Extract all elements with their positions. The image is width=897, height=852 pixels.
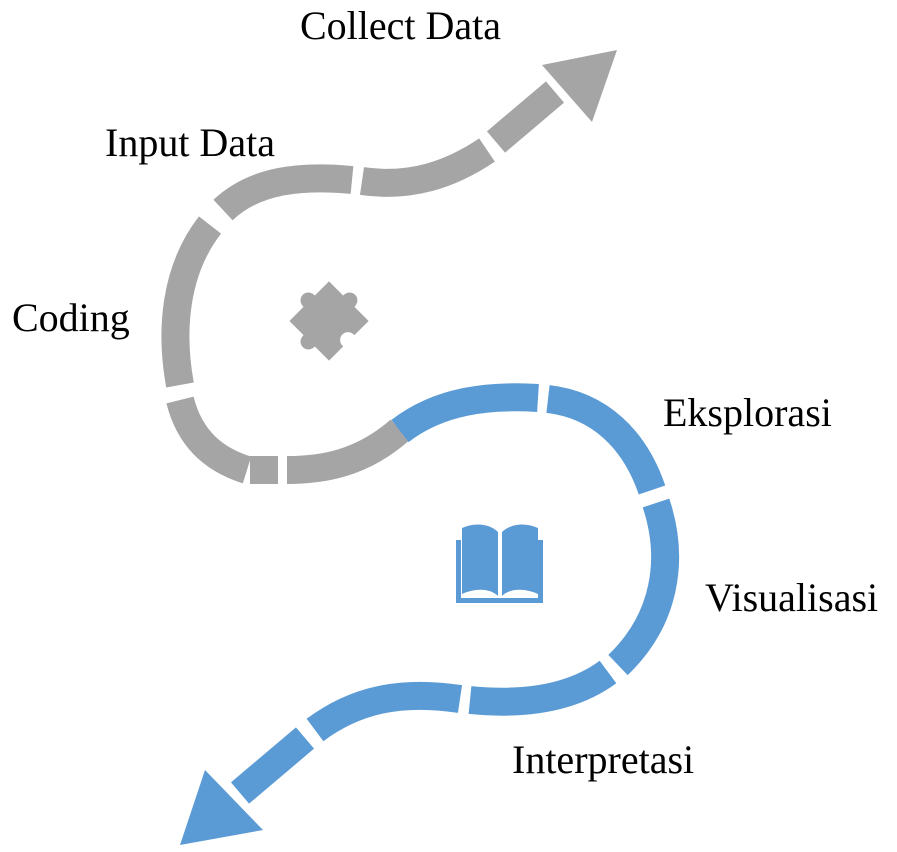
upper-path-gray	[161, 81, 565, 484]
lower-path-segment	[468, 660, 617, 716]
upper-path-segment	[359, 138, 495, 197]
upper-path-segment	[166, 396, 252, 484]
lower-path-segment	[545, 385, 666, 495]
label-visualisasi: Visualisasi	[705, 575, 879, 620]
upper-path-segment	[486, 81, 565, 153]
label-collect-data: Collect Data	[300, 3, 502, 48]
lower-path-blue	[230, 383, 679, 804]
label-interpretasi: Interpretasi	[512, 737, 695, 782]
puzzle-piece-icon	[289, 281, 369, 361]
lower-path-segment	[608, 498, 679, 676]
label-eksplorasi: Eksplorasi	[663, 390, 832, 435]
upper-path-segment	[161, 216, 222, 388]
interpretasi-arrowhead	[180, 770, 263, 845]
upper-path-segment	[286, 419, 410, 484]
lower-path-segment	[306, 681, 463, 742]
lower-path-segment	[230, 727, 315, 804]
label-input-data: Input Data	[105, 120, 275, 165]
lower-path-segment	[391, 383, 539, 443]
open-book-icon	[456, 524, 543, 603]
collect-arrowhead	[542, 50, 617, 122]
upper-path-segment	[213, 164, 354, 221]
label-coding: Coding	[12, 295, 130, 340]
